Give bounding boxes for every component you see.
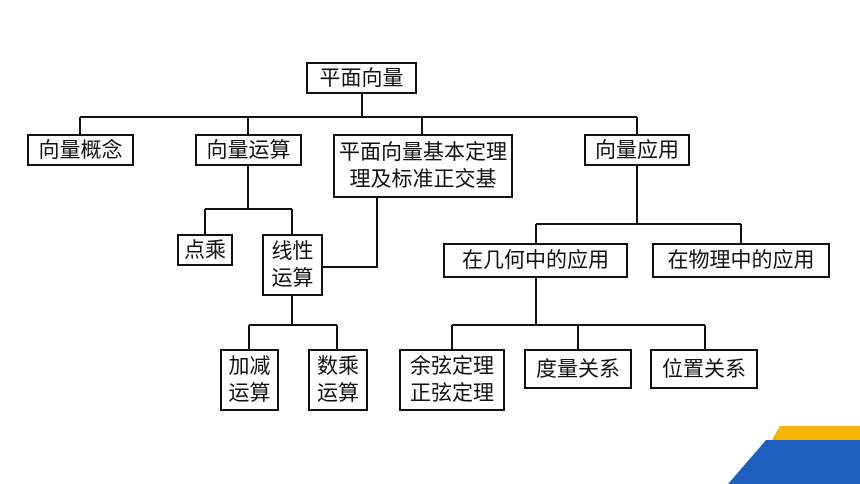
node-linear-operations: 线性 运算: [262, 234, 323, 296]
node-vector-concept: 向量概念: [27, 134, 134, 166]
node-add-subtract: 加减 运算: [220, 349, 279, 411]
node-metric-relations: 度量关系: [524, 349, 632, 389]
node-vector-operations: 向量运算: [195, 134, 302, 166]
node-plane-vector: 平面向量: [306, 62, 417, 94]
node-dot-product: 点乘: [177, 234, 233, 266]
node-vector-applications: 向量应用: [584, 134, 690, 166]
node-cos-sin-theorem: 余弦定理 正弦定理: [399, 349, 505, 411]
corner-decoration: [728, 426, 860, 484]
node-geometry-applications: 在几何中的应用: [443, 243, 628, 278]
node-scalar-multiply: 数乘 运算: [308, 349, 368, 411]
node-basic-theorem: 平面向量基本定理 理及标准正交基: [333, 134, 513, 198]
node-physics-applications: 在物理中的应用: [652, 243, 830, 278]
yellow-stripe: [772, 426, 860, 440]
node-position-relations: 位置关系: [650, 349, 758, 389]
blue-stripe: [728, 440, 860, 484]
